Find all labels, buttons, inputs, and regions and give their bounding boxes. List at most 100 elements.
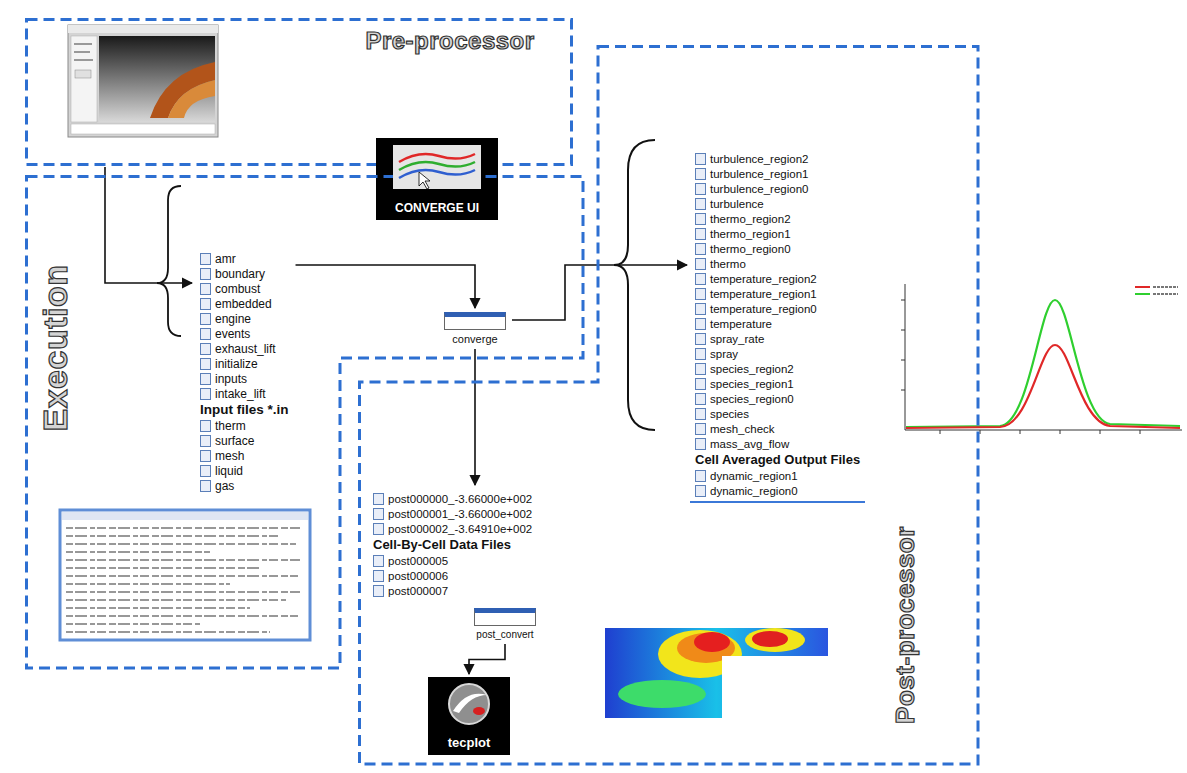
file-row: turbulence xyxy=(695,196,860,211)
legend-smudge xyxy=(1153,286,1178,288)
file-name: intake_lift xyxy=(215,387,266,401)
file-row: temperature_region1 xyxy=(695,286,860,301)
window-icon xyxy=(444,312,506,330)
file-row: liquid xyxy=(200,463,289,478)
panel-line xyxy=(74,59,93,61)
axis-ticks xyxy=(901,300,1140,434)
dashed-border xyxy=(27,177,584,669)
panel-button xyxy=(75,70,91,78)
file-name: amr xyxy=(215,252,236,266)
status-bar xyxy=(71,124,215,134)
legend-sample xyxy=(1135,286,1150,288)
file-name: therm xyxy=(215,419,246,433)
file-name: post000001_-3.66000e+002 xyxy=(388,508,532,520)
engine-sector xyxy=(168,80,215,118)
file-icon xyxy=(200,358,211,370)
file-name: post000006 xyxy=(388,570,448,582)
file-row: post000006 xyxy=(373,568,532,583)
file-name: embedded xyxy=(215,297,272,311)
file-row: species_region0 xyxy=(695,391,860,406)
file-row: events xyxy=(200,326,289,341)
file-row: combust xyxy=(200,281,289,296)
file-list: turbulence_region2turbulence_region1turb… xyxy=(690,148,865,503)
region-title: Execution xyxy=(36,265,75,432)
file-row: initialize xyxy=(200,356,289,371)
file-name: turbulence xyxy=(710,198,764,210)
file-icon xyxy=(200,328,211,340)
window-icon xyxy=(474,608,536,626)
logo-disc xyxy=(449,684,489,724)
tick xyxy=(901,330,905,331)
tick xyxy=(1140,430,1141,434)
input-brace xyxy=(157,186,181,336)
tick xyxy=(1060,430,1061,434)
list-heading: Cell-By-Cell Data Files xyxy=(373,537,511,552)
file-icon xyxy=(695,348,706,360)
file-name: gas xyxy=(215,479,234,493)
window-title-bar xyxy=(68,25,218,33)
log-lines xyxy=(66,528,300,632)
file-name: temperature_region2 xyxy=(710,273,817,285)
file-icon xyxy=(695,318,706,330)
logo-curve xyxy=(399,162,475,170)
file-icon xyxy=(695,243,706,255)
file-name: mesh xyxy=(215,449,244,463)
window-frame xyxy=(68,25,218,137)
file-name: initialize xyxy=(215,357,258,371)
file-name: species_region2 xyxy=(710,363,794,375)
file-icon xyxy=(695,213,706,225)
legend-sample xyxy=(1135,293,1150,295)
file-row: gas xyxy=(200,478,289,493)
log-line xyxy=(66,599,286,600)
region-title-frame: Execution xyxy=(32,243,78,453)
tick xyxy=(901,390,905,391)
list-heading: Input files *.in xyxy=(200,402,289,417)
file-row: temperature xyxy=(695,316,860,331)
file-icon xyxy=(200,283,211,295)
app-logo xyxy=(389,142,485,192)
app-icon: tecplot xyxy=(428,677,510,755)
file-icon xyxy=(373,570,384,582)
screen xyxy=(393,145,481,189)
file-icon xyxy=(695,183,706,195)
file-icon xyxy=(695,363,706,375)
file-icon xyxy=(695,333,706,345)
file-icon xyxy=(373,493,384,505)
file-icon xyxy=(695,303,706,315)
file-name: thermo xyxy=(710,258,746,270)
logo-dot xyxy=(473,707,485,715)
file-name: turbulence_region2 xyxy=(710,153,808,165)
program-icon: converge xyxy=(440,310,510,347)
file-row: spray_rate xyxy=(695,331,860,346)
contour-band xyxy=(752,631,788,647)
region-title: Pre-processor xyxy=(365,27,534,55)
file-icon xyxy=(200,450,211,462)
file-icon xyxy=(695,378,706,390)
file-row: mass_avg_flow xyxy=(695,436,860,451)
file-name: temperature_region1 xyxy=(710,288,817,300)
file-icon xyxy=(695,198,706,210)
file-row: post000007 xyxy=(373,583,532,598)
red-curve xyxy=(906,345,1180,428)
region-title-frame: Pre-processor xyxy=(335,24,565,58)
viewport xyxy=(99,36,215,122)
log-line xyxy=(66,575,298,576)
output-brace xyxy=(614,140,655,430)
y-axis xyxy=(905,284,906,430)
file-icon xyxy=(200,253,211,265)
file-icon xyxy=(695,153,706,165)
file-icon xyxy=(200,420,211,432)
file-row: temperature_region0 xyxy=(695,301,860,316)
file-name: post000007 xyxy=(388,585,448,597)
engine-sector xyxy=(150,62,215,118)
window-frame xyxy=(60,510,310,640)
file-name: species xyxy=(710,408,749,420)
contour-band xyxy=(658,630,742,678)
program-name: post_convert xyxy=(476,629,533,640)
file-icon xyxy=(373,555,384,567)
file-row: mesh xyxy=(200,448,289,463)
file-icon xyxy=(695,288,706,300)
contour-ground xyxy=(605,628,828,718)
